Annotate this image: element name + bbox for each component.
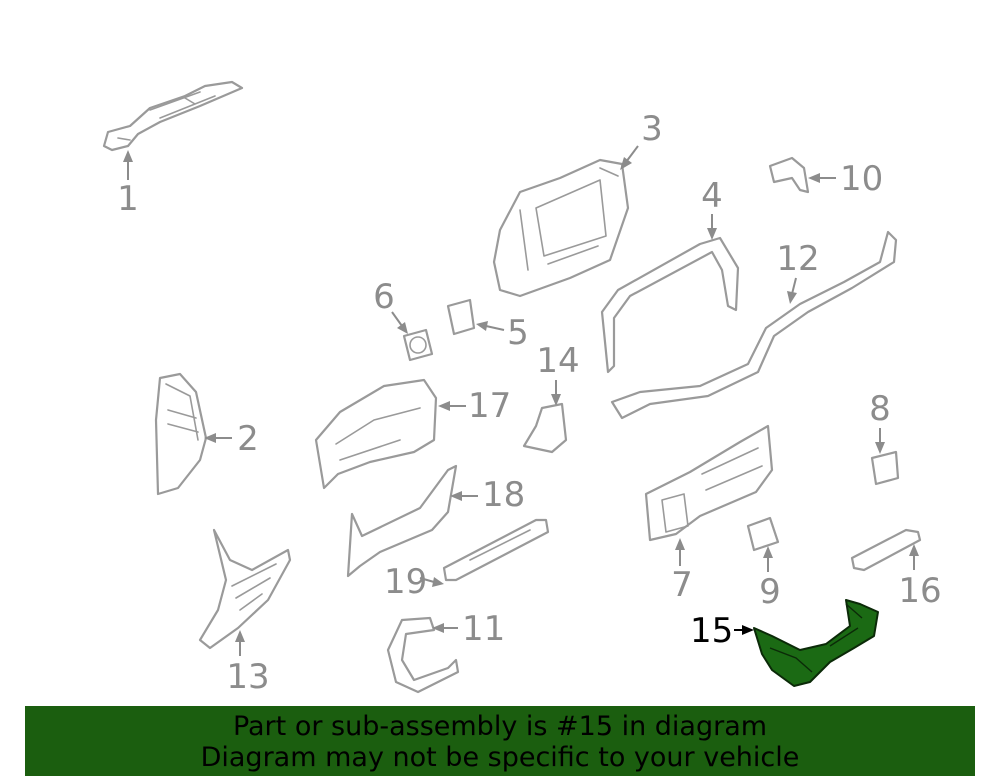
arrow-3 [625,145,639,163]
callout-2[interactable]: 2 [237,419,259,459]
part-19-trim-strip[interactable] [442,518,550,582]
arrowhead-18 [450,491,462,501]
banner-line-1: Part or sub-assembly is #15 in diagram [232,711,768,742]
part-2-side-panel[interactable] [154,372,208,496]
arrowhead-15 [742,625,754,635]
arrowhead-17 [438,401,450,411]
arrowhead-16 [909,544,919,556]
callout-12[interactable]: 12 [776,239,819,279]
callout-3[interactable]: 3 [641,109,663,149]
callout-16[interactable]: 16 [898,571,941,611]
arrowhead-8 [875,442,885,454]
part-13-lower-panel[interactable] [198,528,292,650]
callout-15[interactable]: 15 [690,611,733,651]
arrowhead-10 [808,173,820,183]
part-16-tray[interactable] [850,528,922,572]
arrowhead-2 [204,433,216,443]
callout-6[interactable]: 6 [373,277,395,317]
arrow-5 [485,325,505,331]
part-10-cap[interactable] [768,156,810,194]
arrowhead-12 [787,291,797,304]
arrowhead-9 [763,546,773,558]
callout-8[interactable]: 8 [869,389,891,429]
callout-10[interactable]: 10 [840,159,883,199]
arrowhead-13 [235,630,245,642]
callout-5[interactable]: 5 [507,313,529,353]
part-8-cover[interactable] [870,450,900,486]
callout-1[interactable]: 1 [117,179,139,219]
arrowhead-11 [432,623,444,633]
arrowhead-3 [620,157,632,170]
arrowhead-5 [476,321,488,331]
part-3-display-unit[interactable] [492,158,630,298]
arrowhead-4 [707,228,717,240]
arrow-19 [419,577,435,583]
callout-11[interactable]: 11 [462,609,505,649]
callout-17[interactable]: 17 [468,386,511,426]
part-11-trim[interactable] [386,616,460,694]
part-14-bracket[interactable] [522,402,568,454]
part-18-lower-trim[interactable] [346,464,458,578]
callout-7[interactable]: 7 [671,565,693,605]
part-1-bracket[interactable] [102,80,244,152]
part-12-dash-trim[interactable] [610,230,898,420]
arrow-12 [791,277,797,295]
arrowhead-14 [551,394,561,406]
part-15-highlighted[interactable] [753,599,879,687]
callout-14[interactable]: 14 [536,341,579,381]
callout-13[interactable]: 13 [226,657,269,697]
callout-18[interactable]: 18 [482,475,525,515]
part-4-bezel[interactable] [600,236,740,374]
arrowhead-1 [123,150,133,162]
part-17-cluster-bezel[interactable] [314,378,438,490]
arrowhead-19 [432,577,444,587]
part-5-clip[interactable] [446,298,476,336]
callout-9[interactable]: 9 [759,572,781,612]
arrowhead-6 [397,322,408,334]
arrow-6 [391,311,403,327]
callout-19[interactable]: 19 [384,562,427,602]
part-9-bracket[interactable] [746,516,780,552]
part-6-switch[interactable] [402,328,434,362]
arrowhead-7 [675,538,685,550]
part-7-console-panel[interactable] [644,424,774,542]
callout-4[interactable]: 4 [701,176,723,216]
banner-line-2: Diagram may not be specific to your vehi… [200,742,800,773]
info-banner: Part or sub-assembly is #15 in diagram D… [25,706,975,776]
